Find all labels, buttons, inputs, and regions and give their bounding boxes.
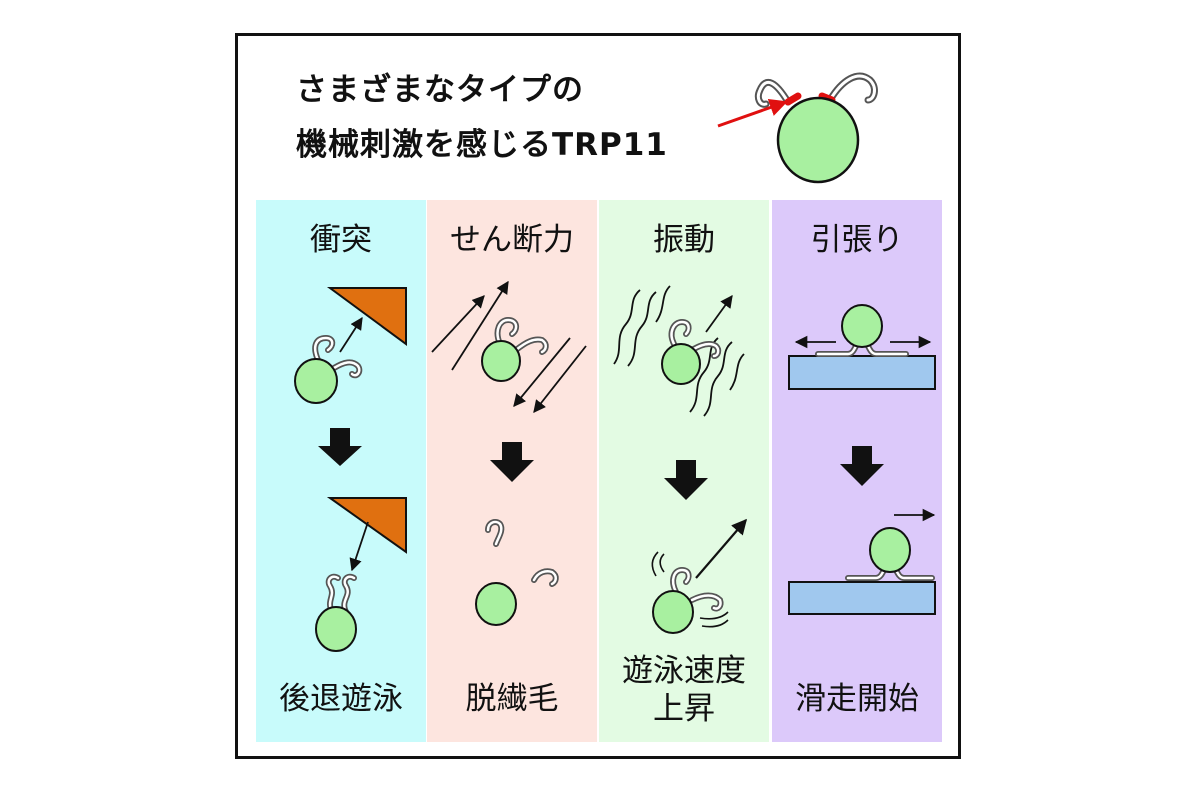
- cell: [315, 606, 357, 652]
- substrate: [788, 581, 936, 615]
- stimulus-label-vibration: 振動: [653, 222, 715, 258]
- down-arrow-icon: [664, 460, 708, 500]
- cell: [841, 304, 883, 348]
- collision-after: [315, 497, 407, 652]
- substrate: [788, 355, 936, 390]
- response-label-vibration-1: 遊泳速度: [622, 653, 746, 689]
- shear-before: [431, 280, 587, 413]
- stimulus-label-collision: 衝突: [310, 222, 372, 258]
- down-arrows: [318, 428, 884, 500]
- title-cell-illustration: [717, 72, 878, 184]
- response-label-vibration-2: 上昇: [653, 691, 715, 727]
- shear-after: [475, 519, 559, 626]
- cell: [481, 340, 521, 382]
- obstacle-wedge: [326, 287, 407, 346]
- tension-before: [788, 304, 936, 390]
- response-label-shear: 脱繊毛: [465, 681, 559, 717]
- trp11-left: [784, 92, 802, 106]
- collision-before: [294, 287, 407, 404]
- cell-body: [776, 96, 860, 184]
- response-label-collision: 後退遊泳: [279, 681, 403, 717]
- stimulus-label-tension: 引張り: [810, 222, 904, 258]
- response-label-tension: 滑走開始: [795, 681, 919, 717]
- cell: [475, 582, 517, 626]
- cell: [294, 358, 338, 404]
- vibration-after: [651, 518, 748, 634]
- obstacle-wedge: [326, 497, 407, 554]
- cell: [869, 527, 911, 573]
- down-arrow-icon: [318, 428, 362, 466]
- down-arrow-icon: [490, 442, 534, 482]
- tension-after: [788, 508, 936, 615]
- cell: [652, 590, 694, 634]
- down-arrow-icon: [840, 446, 884, 486]
- vibration-before: [613, 285, 745, 417]
- title-line-1: さまざまなタイプの: [296, 72, 584, 108]
- pointer-arrow: [717, 98, 788, 128]
- title-line-2: 機械刺激を感じるTRP11: [296, 127, 668, 163]
- cell: [661, 343, 701, 385]
- stimulus-label-shear: せん断力: [450, 222, 574, 258]
